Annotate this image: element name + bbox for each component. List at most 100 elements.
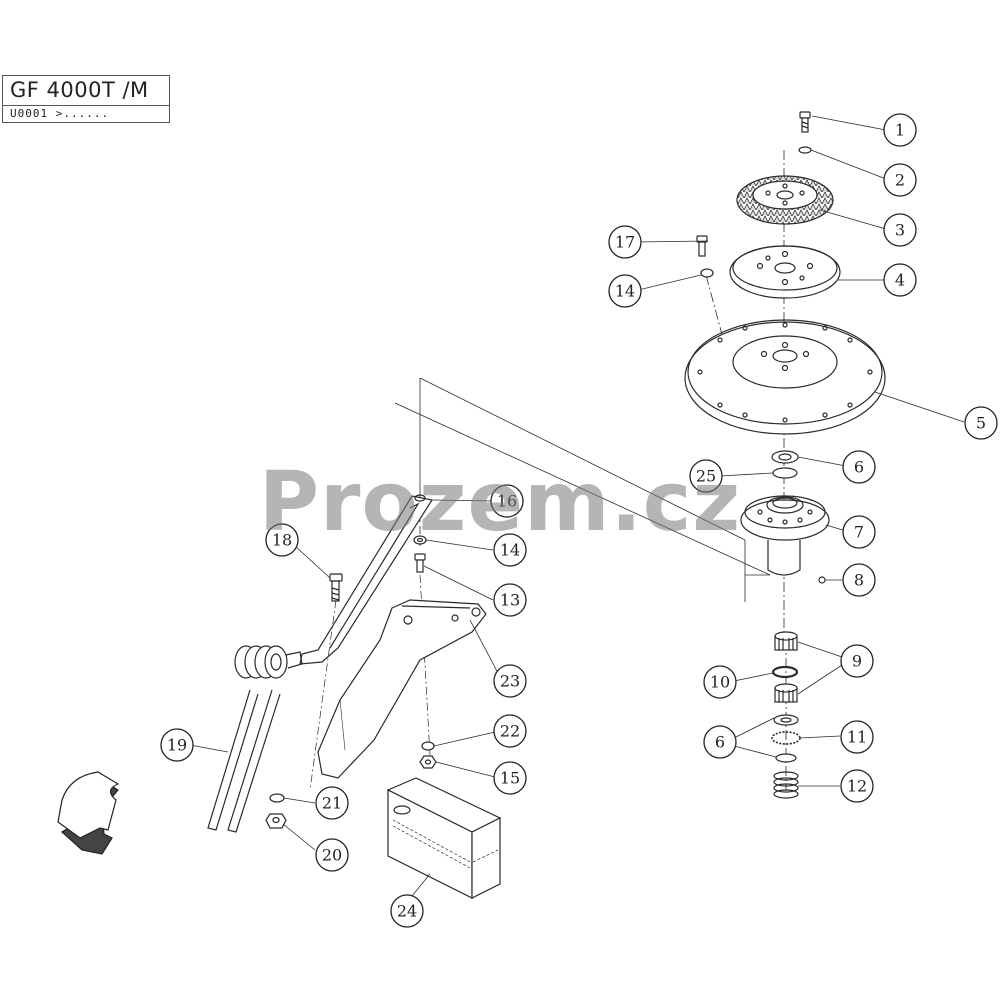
- callout-label: 23: [500, 672, 520, 691]
- callout-6b: 6: [703, 725, 737, 759]
- callout-label: 4: [895, 271, 905, 290]
- guide-line-2: [394, 402, 771, 576]
- callout-23: 23: [493, 664, 527, 698]
- callout-17: 17: [608, 225, 642, 259]
- part-4-plate: [729, 245, 841, 299]
- part-9-bearing-upper: [774, 631, 798, 651]
- callout-circle: [608, 274, 642, 308]
- callout-label: 6: [715, 733, 725, 752]
- callout-circle: [265, 523, 299, 557]
- callout-circle: [883, 163, 917, 197]
- callout-circle: [883, 213, 917, 247]
- callout-circle: [493, 664, 527, 698]
- callout-circle: [842, 515, 876, 549]
- callout-20: 20: [315, 838, 349, 872]
- part-16-tine-arm: [299, 494, 433, 665]
- part-1-bolt: [799, 111, 811, 133]
- callout-label: 15: [500, 769, 520, 788]
- callout-label: 2: [895, 171, 905, 190]
- part-8-grease-nipple: [818, 576, 826, 584]
- part-code: U0001 >......: [10, 107, 110, 120]
- part-3-bevel-gear: [736, 175, 834, 225]
- callout-24: 24: [390, 894, 424, 928]
- guide-line-1: [419, 377, 746, 541]
- callout-circle: [493, 714, 527, 748]
- part-6-washer-top: [771, 450, 799, 464]
- rotation-arrow-icon: [57, 771, 120, 855]
- part-25-ring: [772, 467, 798, 479]
- callout-label: 3: [895, 221, 905, 240]
- callout-2: 2: [883, 163, 917, 197]
- part-7-hub: [740, 495, 830, 576]
- callout-label: 18: [272, 531, 292, 550]
- title-block: GF 4000T /M U0001 >......: [2, 75, 170, 123]
- callout-label: 21: [322, 794, 342, 813]
- part-18-bolt: [329, 573, 343, 602]
- callout-14a: 14: [608, 274, 642, 308]
- callout-1: 1: [883, 113, 917, 147]
- title-divider: [3, 105, 169, 106]
- callout-13: 13: [493, 583, 527, 617]
- part-24-kit-box: [386, 777, 502, 899]
- callout-circle: [315, 838, 349, 872]
- part-5-disc: [684, 319, 886, 435]
- callout-circle: [493, 761, 527, 795]
- callout-label: 24: [397, 902, 417, 921]
- callout-circle: [842, 450, 876, 484]
- part-15-nut: [419, 755, 437, 769]
- callout-label: 19: [167, 736, 187, 755]
- part-21-washer: [269, 793, 285, 803]
- callout-circle: [315, 786, 349, 820]
- callout-circle: [490, 484, 524, 518]
- callout-circle: [608, 225, 642, 259]
- callout-6a: 6: [842, 450, 876, 484]
- part-17-bolt: [696, 235, 708, 257]
- callout-circle: [493, 533, 527, 567]
- callout-label: 1: [895, 121, 905, 140]
- callout-label: 20: [322, 846, 342, 865]
- leader-lines: [189, 115, 965, 897]
- part-10-circlip: [771, 665, 799, 679]
- callout-label: 13: [500, 591, 520, 610]
- callout-label: 14: [615, 282, 635, 301]
- callout-circle: [842, 563, 876, 597]
- callout-label: 22: [500, 722, 520, 741]
- callout-25: 25: [689, 459, 723, 493]
- model-title: GF 4000T /M: [10, 78, 149, 102]
- callout-label: 17: [615, 233, 635, 252]
- callout-label: 7: [854, 523, 864, 542]
- callout-16: 16: [490, 484, 524, 518]
- callout-circle: [964, 406, 998, 440]
- callout-circle: [840, 769, 874, 803]
- part-19-double-tine: [207, 645, 303, 833]
- callout-15: 15: [493, 761, 527, 795]
- part-14-washer-arm: [413, 535, 427, 545]
- callout-7: 7: [842, 515, 876, 549]
- callout-3: 3: [883, 213, 917, 247]
- callout-circle: [390, 894, 424, 928]
- callout-circle: [840, 644, 874, 678]
- callout-label: 9: [852, 652, 862, 671]
- callout-label: 8: [854, 571, 864, 590]
- part-6-washer-mid: [773, 714, 799, 726]
- part-13-bolt: [414, 553, 426, 573]
- callout-circle: [160, 728, 194, 762]
- part-6-washer-low: [775, 753, 797, 763]
- callout-label: 14: [500, 541, 520, 560]
- part-22-washer: [421, 741, 435, 751]
- callout-12: 12: [840, 769, 874, 803]
- callout-4: 4: [883, 263, 917, 297]
- callout-14b: 14: [493, 533, 527, 567]
- callout-circle: [703, 725, 737, 759]
- callout-18: 18: [265, 523, 299, 557]
- callout-circle: [689, 459, 723, 493]
- callout-19: 19: [160, 728, 194, 762]
- callout-9: 9: [840, 644, 874, 678]
- part-23-shield: [317, 599, 487, 779]
- part-2-washer: [798, 146, 812, 154]
- callout-5: 5: [964, 406, 998, 440]
- callout-22: 22: [493, 714, 527, 748]
- callout-circle: [883, 113, 917, 147]
- callout-8: 8: [842, 563, 876, 597]
